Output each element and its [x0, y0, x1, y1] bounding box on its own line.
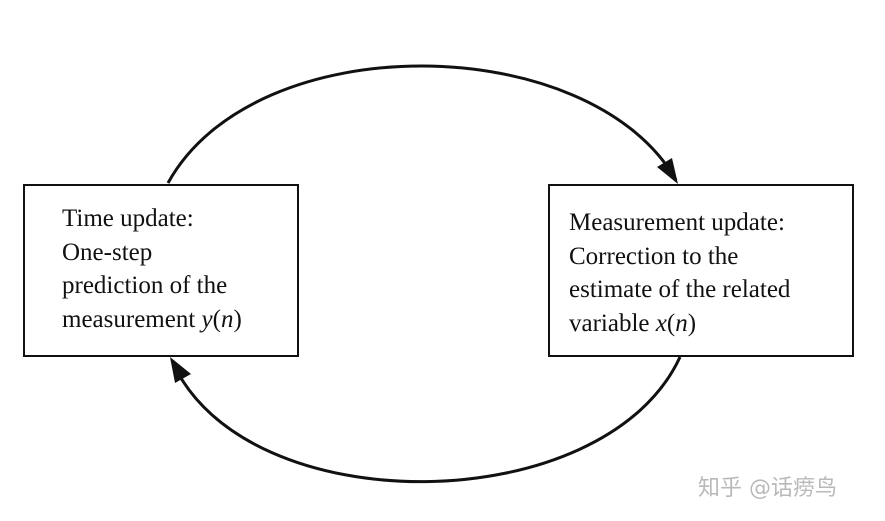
- time-update-line-4-prefix: measurement: [62, 305, 202, 333]
- measurement-update-variable-x: x: [655, 309, 667, 337]
- time-update-line-2: One-step: [62, 238, 153, 266]
- measurement-update-text: Measurement update: Correction to the es…: [569, 206, 790, 340]
- measurement-update-line-3: estimate of the related: [569, 276, 791, 303]
- time-update-line-4: measurement y(n): [62, 303, 242, 337]
- measurement-update-close-paren: ): [687, 309, 697, 337]
- top-arrowhead-icon: [657, 158, 678, 184]
- measurement-update-argument-n: n: [675, 309, 688, 337]
- measurement-update-line-4: variable x(n): [569, 307, 790, 341]
- bottom-arc-arrow: [170, 356, 682, 484]
- time-update-heading: Time update:: [62, 205, 194, 232]
- measurement-update-line-2: Correction to the: [569, 242, 739, 270]
- bottom-arrowhead-icon: [170, 357, 191, 383]
- top-arc-arrow: [166, 64, 678, 184]
- time-update-line-3: prediction of the: [62, 272, 228, 299]
- time-update-open-paren: (: [212, 305, 221, 333]
- time-update-argument-n: n: [220, 305, 234, 333]
- measurement-update-open-paren: (: [666, 309, 676, 337]
- measurement-update-box: Measurement update: Correction to the es…: [548, 184, 854, 357]
- time-update-close-paren: ): [233, 305, 242, 333]
- watermark-text: 知乎 @话痨鸟: [698, 476, 837, 501]
- measurement-update-heading: Measurement update:: [569, 209, 785, 236]
- time-update-text: Time update: One-step prediction of the …: [62, 202, 242, 336]
- time-update-box: Time update: One-step prediction of the …: [23, 184, 299, 357]
- time-update-variable-y: y: [201, 305, 213, 333]
- measurement-update-line-4-prefix: variable: [569, 309, 656, 337]
